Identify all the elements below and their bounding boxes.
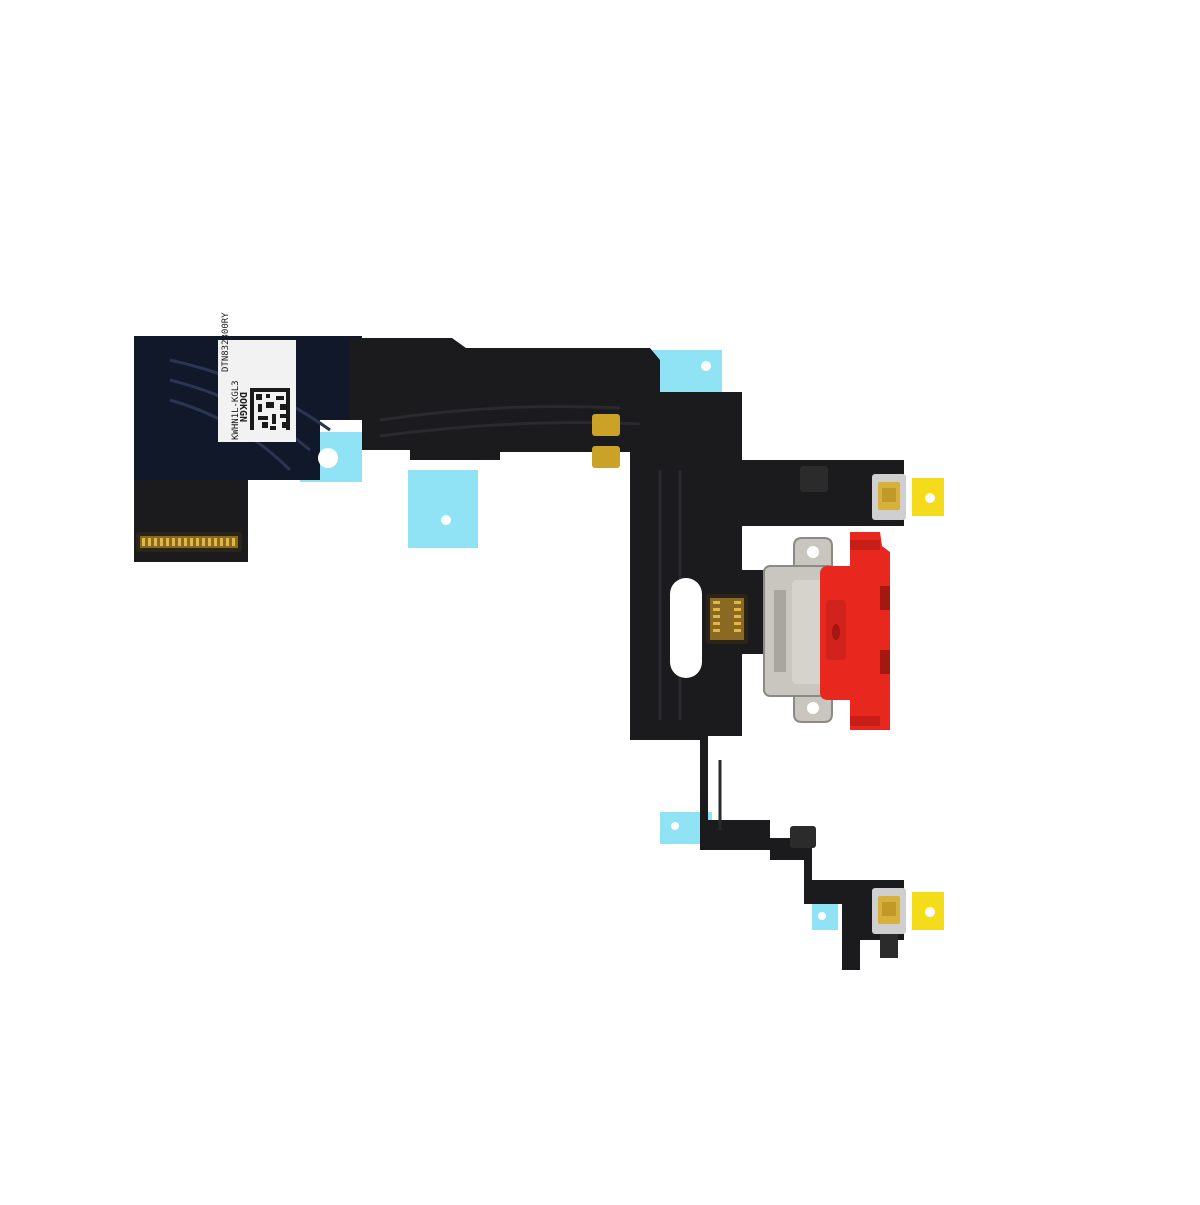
serial-label: DOKGN DTN832300RY KWHN1L-KGL3 — [218, 312, 296, 442]
microphone-upper — [872, 474, 906, 520]
lightning-port — [763, 532, 890, 730]
microphone-lower — [872, 888, 906, 934]
gold-contact-pads — [592, 414, 620, 468]
yellow-tabs — [912, 478, 944, 930]
adhesive-tab-top — [640, 350, 722, 392]
flex-oval-cutout — [670, 578, 702, 678]
label-line-2: DTN832300RY — [221, 312, 231, 372]
board-connector-left — [136, 532, 242, 552]
small-components — [790, 466, 898, 958]
datamatrix-code — [250, 388, 290, 430]
label-line-3: KWHN1L-KGL3 — [231, 380, 241, 440]
adhesive-tab-lower — [660, 812, 712, 844]
port-red-housing — [820, 532, 890, 730]
board-connector-right — [706, 594, 748, 644]
adhesive-tab-middle — [408, 470, 478, 548]
flex-main-band — [350, 338, 904, 970]
label-line-1: DOKGN — [237, 392, 248, 422]
mounting-hole-left — [318, 448, 338, 468]
